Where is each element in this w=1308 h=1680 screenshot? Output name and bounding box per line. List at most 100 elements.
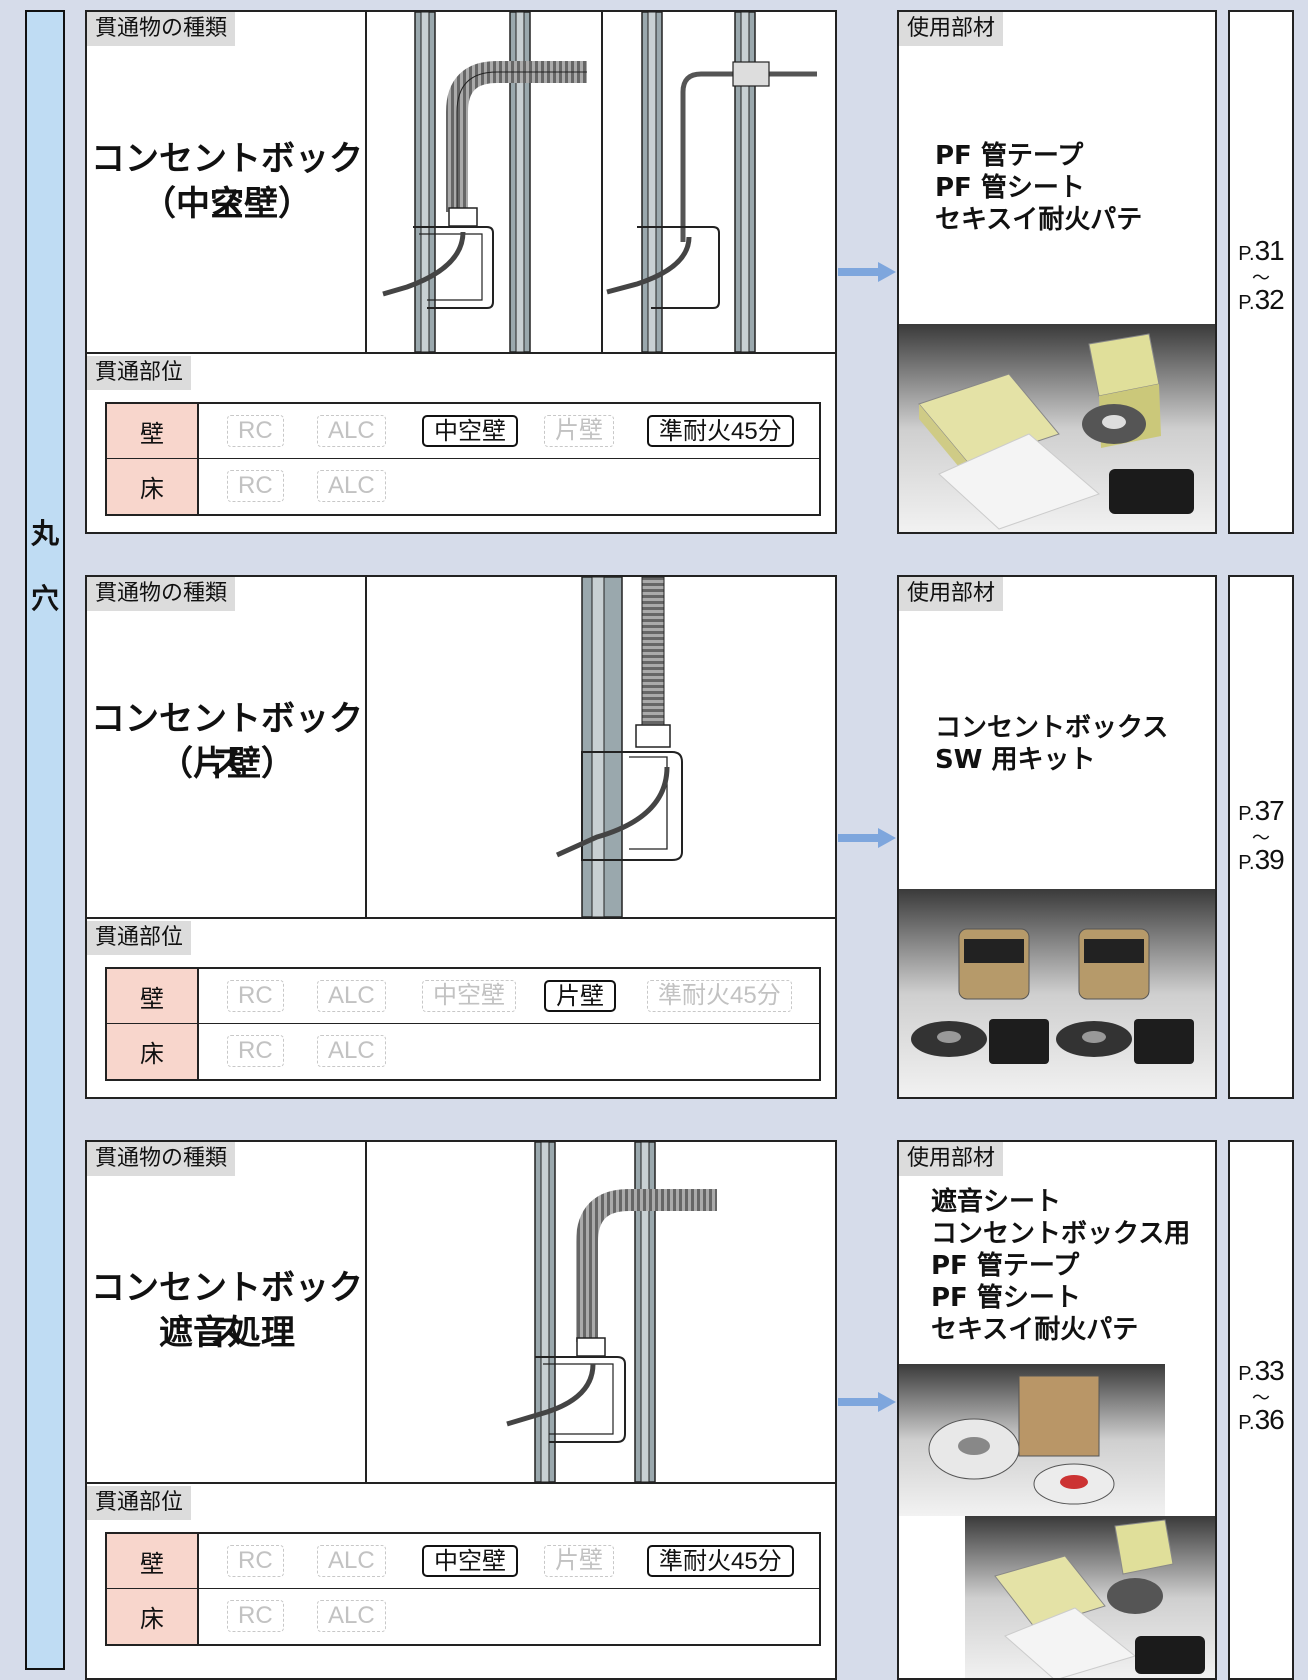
material-item: セキスイ耐火パテ — [931, 1315, 1139, 1345]
type-tag: 貫通物の種類 — [87, 577, 236, 611]
materials-photo — [899, 889, 1215, 1097]
wall-option-alc: ALC — [317, 980, 386, 1012]
material-item: SW 用キット — [935, 745, 1096, 775]
page-prefix: P. — [1238, 1363, 1255, 1385]
section-3-materials: 使用部材 遮音シート コンセントボックス用 PF 管テープ PF 管シート セキ… — [897, 1140, 1217, 1680]
page-to: 32 — [1254, 284, 1285, 315]
page-prefix: P. — [1238, 292, 1255, 314]
type-name-line-1: コンセントボックス — [91, 139, 363, 223]
section-2-page-reference: P.37 〜 P.39 — [1228, 575, 1294, 1099]
wall-row: 壁 RC ALC 中空壁 片壁 準耐火45分 — [107, 404, 819, 459]
section-2-materials: 使用部材 コンセントボックス SW 用キット — [897, 575, 1217, 1099]
floor-option-rc: RC — [227, 470, 284, 502]
type-tag: 貫通物の種類 — [87, 12, 236, 46]
material-item: コンセントボックス用 — [931, 1219, 1191, 1249]
section-divider — [87, 352, 835, 354]
wall-option-45min: 準耐火45分 — [647, 415, 794, 447]
material-item: PF 管シート — [935, 173, 1085, 203]
arrow-right-icon — [838, 1392, 896, 1412]
type-name-line-1: コンセントボックス — [91, 1268, 363, 1352]
location-table: 壁 RC ALC 中空壁 片壁 準耐火45分 床 RC ALC — [105, 402, 821, 516]
wall-option-alc: ALC — [317, 415, 386, 447]
page-to: 36 — [1254, 1404, 1285, 1435]
floor-row: 床 RC ALC — [107, 1589, 819, 1644]
page-separator: 〜 — [1252, 268, 1270, 288]
wall-option-rc: RC — [227, 415, 284, 447]
wall-row-header: 壁 — [107, 969, 199, 1023]
wall-option-hollow: 中空壁 — [422, 415, 518, 447]
material-item: セキスイ耐火パテ — [935, 205, 1143, 235]
page-prefix: P. — [1238, 852, 1255, 874]
installation-illustration — [367, 577, 837, 917]
wall-row-header: 壁 — [107, 1534, 199, 1588]
type-name-line-2: （片壁） — [159, 744, 295, 784]
section-1-materials: 使用部材 PF 管テープ PF 管シート セキスイ耐火パテ — [897, 10, 1217, 534]
wall-option-single: 片壁 — [544, 415, 614, 447]
page-from: 37 — [1254, 795, 1285, 826]
page-range: P.37 〜 P.39 — [1230, 797, 1292, 879]
materials-tag: 使用部材 — [899, 12, 1004, 46]
section-divider — [87, 1482, 835, 1484]
page-separator: 〜 — [1252, 1388, 1270, 1408]
floor-option-alc: ALC — [317, 470, 386, 502]
type-name-line-2: 遮音処理 — [159, 1313, 295, 1353]
penetration-type-cell: 貫通物の種類 コンセントボックス （片壁） — [87, 577, 367, 917]
floor-option-alc: ALC — [317, 1600, 386, 1632]
materials-list: 遮音シート コンセントボックス用 PF 管テープ PF 管シート セキスイ耐火パ… — [931, 1186, 1190, 1346]
floor-option-alc: ALC — [317, 1035, 386, 1067]
material-item: PF 管テープ — [931, 1251, 1080, 1281]
wall-option-single: 片壁 — [544, 1545, 614, 1577]
material-item: コンセントボックス — [935, 713, 1169, 743]
page-range: P.33 〜 P.36 — [1230, 1357, 1292, 1439]
page-prefix: P. — [1238, 1412, 1255, 1434]
wall-option-hollow: 中空壁 — [422, 980, 516, 1012]
page-range: P.31 〜 P.32 — [1230, 237, 1292, 319]
floor-row-header: 床 — [107, 1024, 199, 1079]
side-label-char-1: 丸 — [30, 517, 59, 550]
wall-option-alc: ALC — [317, 1545, 386, 1577]
wall-option-rc: RC — [227, 980, 284, 1012]
location-table: 壁 RC ALC 中空壁 片壁 準耐火45分 床 RC ALC — [105, 1532, 821, 1646]
installation-illustration — [367, 1142, 837, 1482]
location-tag: 貫通部位 — [87, 1486, 192, 1520]
type-tag: 貫通物の種類 — [87, 1142, 236, 1176]
wall-option-single: 片壁 — [544, 980, 616, 1012]
side-label-char-2: 穴 — [30, 582, 59, 615]
floor-option-rc: RC — [227, 1600, 284, 1632]
section-1-spec-panel: 貫通物の種類 コンセントボックス （中空壁） — [85, 10, 837, 534]
installation-illustration — [367, 12, 837, 352]
floor-row-header: 床 — [107, 459, 199, 514]
page-prefix: P. — [1238, 243, 1255, 265]
page-separator: 〜 — [1252, 828, 1270, 848]
floor-row: 床 RC ALC — [107, 459, 819, 514]
section-divider — [87, 917, 835, 919]
material-item: PF 管シート — [931, 1283, 1081, 1313]
page-prefix: P. — [1238, 803, 1255, 825]
location-table: 壁 RC ALC 中空壁 片壁 準耐火45分 床 RC ALC — [105, 967, 821, 1081]
wall-row: 壁 RC ALC 中空壁 片壁 準耐火45分 — [107, 1534, 819, 1589]
location-tag: 貫通部位 — [87, 921, 192, 955]
material-item: PF 管テープ — [935, 141, 1084, 171]
type-name-line-1: コンセントボックス — [91, 699, 363, 783]
wall-row-header: 壁 — [107, 404, 199, 458]
penetration-type-cell: 貫通物の種類 コンセントボックス （中空壁） — [87, 12, 367, 352]
section-3-page-reference: P.33 〜 P.36 — [1228, 1140, 1294, 1680]
arrow-right-icon — [838, 262, 896, 282]
section-1-page-reference: P.31 〜 P.32 — [1228, 10, 1294, 534]
materials-tag: 使用部材 — [899, 577, 1004, 611]
location-tag: 貫通部位 — [87, 356, 192, 390]
floor-row: 床 RC ALC — [107, 1024, 819, 1079]
material-item: 遮音シート — [931, 1187, 1062, 1217]
floor-row-header: 床 — [107, 1589, 199, 1644]
page-from: 33 — [1254, 1355, 1285, 1386]
page-from: 31 — [1254, 235, 1285, 266]
wall-option-rc: RC — [227, 1545, 284, 1577]
floor-option-rc: RC — [227, 1035, 284, 1067]
materials-list: PF 管テープ PF 管シート セキスイ耐火パテ — [935, 140, 1142, 236]
arrow-right-icon — [838, 828, 896, 848]
wall-option-45min: 準耐火45分 — [647, 980, 792, 1012]
wall-row: 壁 RC ALC 中空壁 片壁 準耐火45分 — [107, 969, 819, 1024]
materials-photo — [965, 1516, 1215, 1678]
materials-tag: 使用部材 — [899, 1142, 1004, 1176]
wall-option-hollow: 中空壁 — [422, 1545, 518, 1577]
